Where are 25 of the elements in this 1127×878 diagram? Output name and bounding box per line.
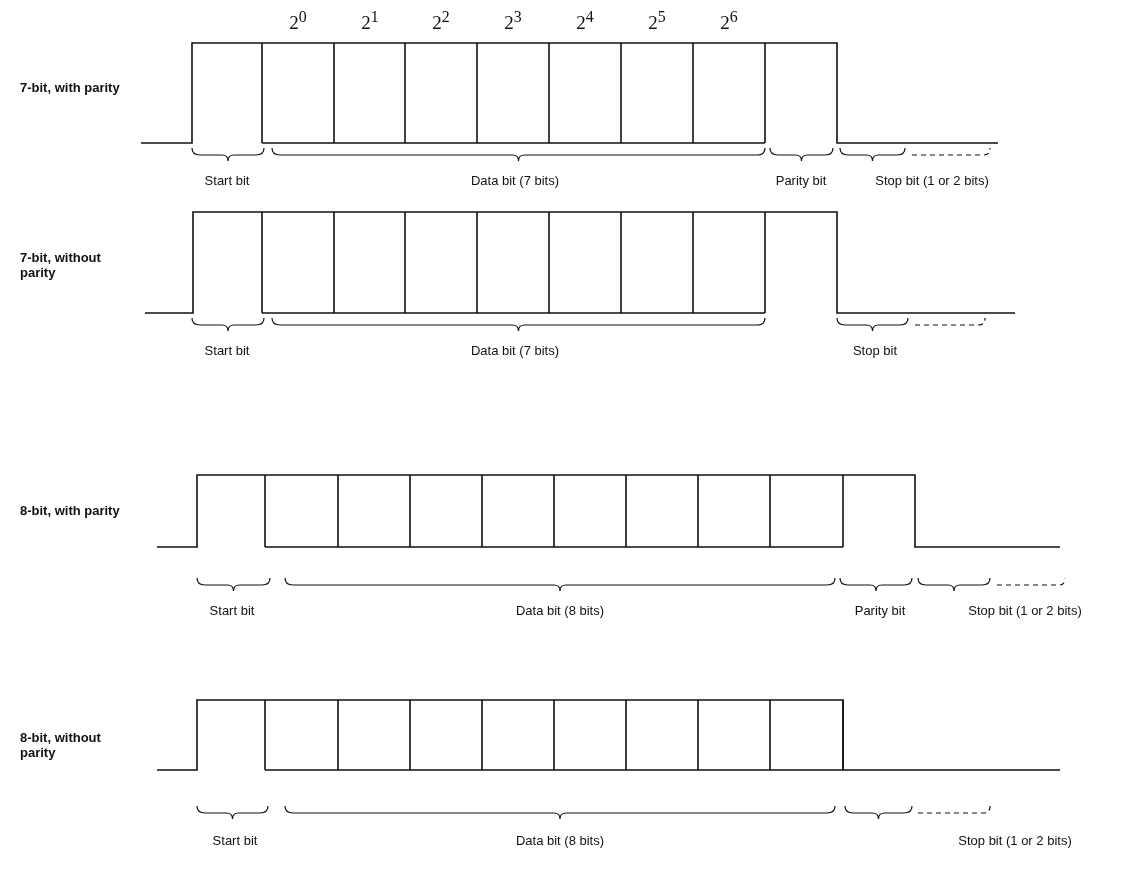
field-label: Stop bit	[852, 343, 898, 358]
format-label: 7-bit, with parity	[20, 80, 121, 95]
field-label: Parity bit	[854, 603, 906, 618]
field-label: Stop bit (1 or 2 bits)	[875, 173, 989, 188]
format-label: 8-bit, without parity	[20, 730, 102, 760]
field-label: Data bit (7 bits)	[470, 173, 560, 188]
format-label: 7-bit, without parity	[20, 250, 102, 280]
bit-weight: 2$^{2}$	[432, 8, 450, 35]
bit-weight: 2$^{0}$	[289, 8, 307, 35]
format-label: 8-bit, with parity	[20, 503, 121, 518]
bit-weight: 2$^{5}$	[648, 8, 666, 35]
field-label: Data bit (8 bits)	[515, 833, 605, 848]
bit-weight: 2$^{4}$	[576, 8, 594, 35]
field-label: Data bit (8 bits)	[515, 603, 605, 618]
field-label: Stop bit (1 or 2 bits)	[968, 603, 1082, 618]
bit-weight: 2$^{6}$	[720, 8, 738, 35]
field-label: Start bit	[212, 833, 258, 848]
field-label: Start bit	[204, 343, 250, 358]
field-label: Parity bit	[775, 173, 827, 188]
field-label: Data bit (7 bits)	[470, 343, 560, 358]
field-label: Start bit	[204, 173, 250, 188]
field-label: Start bit	[209, 603, 255, 618]
bit-weight: 2$^{3}$	[504, 8, 522, 35]
bit-weight: 2$^{1}$	[361, 8, 379, 35]
field-label: Stop bit (1 or 2 bits)	[958, 833, 1072, 848]
